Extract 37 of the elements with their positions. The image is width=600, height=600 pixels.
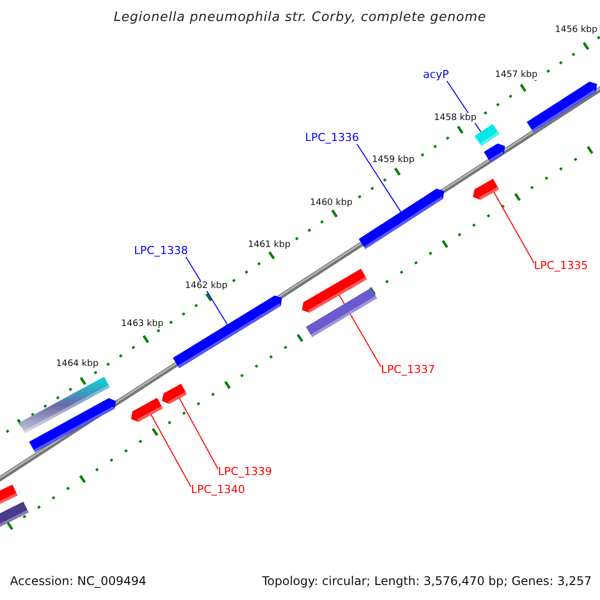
leader-line — [178, 398, 218, 470]
title: Legionella pneumophila str. Corby, complete genome — [112, 10, 488, 25]
gene-feature — [302, 268, 368, 313]
accession-text: Accession: NC_009494 — [10, 574, 146, 588]
tick-label: 1459 kbp — [371, 155, 416, 165]
gene-feature — [474, 124, 500, 146]
gene-label: LPC_1338 — [134, 244, 188, 257]
gene-feature — [484, 144, 505, 162]
gene-feature — [358, 188, 444, 250]
tick-label: 1464 kbp — [55, 359, 100, 369]
gene-label: LPC_1337 — [381, 363, 435, 376]
tick-label: 1462 kbp — [184, 281, 228, 291]
gene-feature — [162, 384, 187, 404]
genome-summary-text: Topology: circular; Length: 3,576,470 bp; Genes: 3,257 — [262, 574, 592, 588]
gene-feature — [306, 288, 378, 338]
gene-label: LPC_1336 — [305, 131, 359, 144]
gene-feature — [172, 296, 282, 368]
tick-label: 1457 kbp — [494, 70, 538, 80]
gene-feature — [131, 398, 163, 422]
leader-line — [493, 192, 534, 264]
gene-feature — [0, 484, 18, 506]
tick-label: 1463 kbp — [120, 319, 164, 329]
gene-label: LPC_1340 — [191, 483, 245, 496]
gene-label: acyP — [423, 68, 449, 81]
gene-feature — [19, 376, 110, 434]
gene-label: LPC_1335 — [534, 259, 588, 272]
tick-label: 1458 kbp — [433, 113, 478, 123]
gene-label: LPC_1339 — [218, 465, 272, 478]
tick-label: 1460 kbp — [309, 198, 354, 208]
gene-feature — [526, 82, 597, 132]
tick-label: 1456 kbp — [554, 25, 598, 35]
gene-feature — [473, 178, 499, 200]
leader-line — [150, 414, 192, 488]
tick-label: 1461 kbp — [247, 240, 292, 250]
leader-line — [356, 144, 402, 212]
gene-feature — [29, 398, 116, 452]
leader-line — [185, 256, 228, 325]
